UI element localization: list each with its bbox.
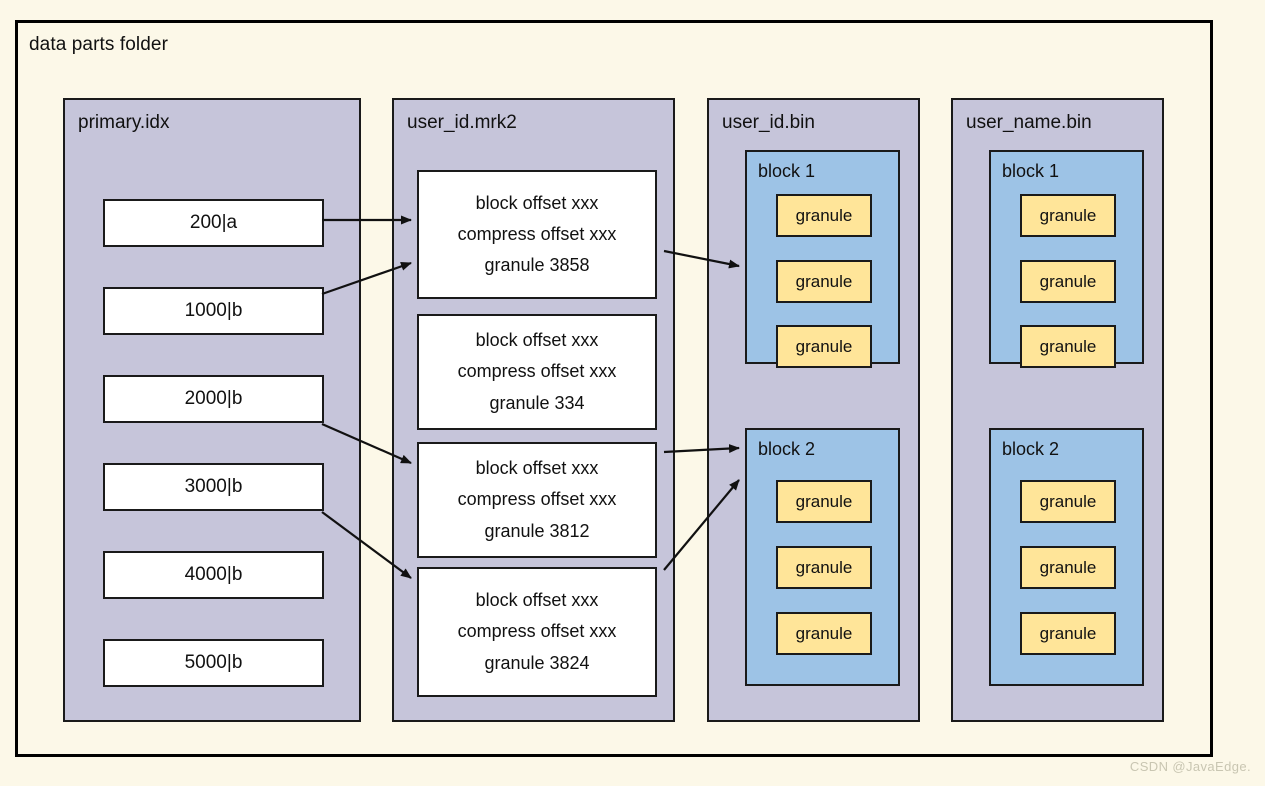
panel-user-id-bin: user_id.bin block 1 granule granule gran… bbox=[707, 98, 920, 722]
panel-title-user-name-bin: user_name.bin bbox=[966, 112, 1092, 133]
idx-entry-1[interactable]: 1000|b bbox=[103, 287, 324, 335]
idx-entry-4[interactable]: 4000|b bbox=[103, 551, 324, 599]
block-title: block 2 bbox=[1002, 439, 1060, 459]
mark-compress-offset: compress offset xxx bbox=[457, 361, 617, 382]
block-1[interactable]: block 1 granule granule granule bbox=[989, 150, 1144, 368]
granule[interactable]: granule bbox=[1020, 612, 1116, 655]
mark-granule: granule 3824 bbox=[484, 652, 590, 673]
panel-user-name-bin: user_name.bin block 1 granule granule gr… bbox=[951, 98, 1164, 722]
panel-title-user-id-mrk2: user_id.mrk2 bbox=[407, 112, 517, 133]
granule[interactable]: granule bbox=[1020, 480, 1116, 523]
block-2[interactable]: block 2 granule granule granule bbox=[745, 428, 900, 686]
mark-block-offset: block offset xxx bbox=[475, 590, 599, 611]
mark-compress-offset: compress offset xxx bbox=[457, 223, 617, 244]
panel-title-user-id-bin: user_id.bin bbox=[722, 112, 815, 133]
granule[interactable]: granule bbox=[776, 260, 872, 303]
mark-block-offset: block offset xxx bbox=[475, 330, 599, 351]
idx-entry-2[interactable]: 2000|b bbox=[103, 375, 324, 423]
block-title: block 1 bbox=[758, 161, 816, 181]
block-2[interactable]: block 2 granule granule granule bbox=[989, 428, 1144, 686]
granule[interactable]: granule bbox=[776, 546, 872, 589]
granule[interactable]: granule bbox=[776, 612, 872, 655]
panel-primary-idx: primary.idx 200|a 1000|b 2000|b 3000|b 4… bbox=[63, 98, 361, 722]
granule[interactable]: granule bbox=[1020, 546, 1116, 589]
frame-title: data parts folder bbox=[29, 34, 169, 55]
granule[interactable]: granule bbox=[776, 325, 872, 368]
mark-granule: granule 3858 bbox=[484, 255, 590, 276]
mark-granule: granule 334 bbox=[489, 392, 585, 413]
mark-box-3[interactable]: block offset xxx compress offset xxx gra… bbox=[417, 567, 657, 697]
mark-block-offset: block offset xxx bbox=[475, 458, 599, 479]
panel-user-id-mrk2: user_id.mrk2 block offset xxx compress o… bbox=[392, 98, 675, 722]
granule[interactable]: granule bbox=[776, 480, 872, 523]
panel-title-primary-idx: primary.idx bbox=[78, 112, 170, 133]
granule[interactable]: granule bbox=[776, 194, 872, 237]
mark-granule: granule 3812 bbox=[484, 520, 590, 541]
block-1[interactable]: block 1 granule granule granule bbox=[745, 150, 900, 368]
mark-block-offset: block offset xxx bbox=[475, 192, 599, 213]
mark-compress-offset: compress offset xxx bbox=[457, 489, 617, 510]
idx-entry-0[interactable]: 200|a bbox=[103, 199, 324, 247]
granule[interactable]: granule bbox=[1020, 325, 1116, 368]
block-title: block 1 bbox=[1002, 161, 1060, 181]
idx-entry-3[interactable]: 3000|b bbox=[103, 463, 324, 511]
block-title: block 2 bbox=[758, 439, 816, 459]
mark-box-0[interactable]: block offset xxx compress offset xxx gra… bbox=[417, 170, 657, 299]
granule[interactable]: granule bbox=[1020, 260, 1116, 303]
mark-compress-offset: compress offset xxx bbox=[457, 621, 617, 642]
mark-box-1[interactable]: block offset xxx compress offset xxx gra… bbox=[417, 314, 657, 430]
granule[interactable]: granule bbox=[1020, 194, 1116, 237]
idx-entry-5[interactable]: 5000|b bbox=[103, 639, 324, 687]
mark-box-2[interactable]: block offset xxx compress offset xxx gra… bbox=[417, 442, 657, 558]
watermark: CSDN @JavaEdge. bbox=[1129, 759, 1251, 774]
